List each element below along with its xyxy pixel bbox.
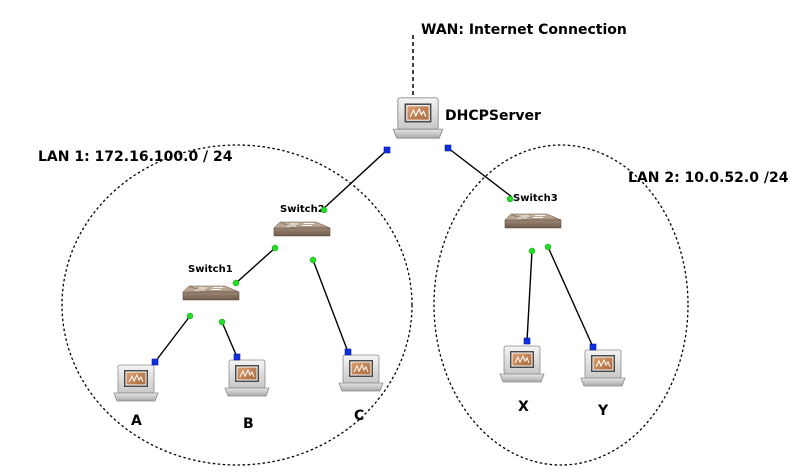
switch3-port-left [528,247,536,255]
link-switch2-hostc [312,259,349,353]
lan1-label: LAN 1: 172.16.100.0 / 24 [38,149,233,165]
wan-label: WAN: Internet Connection [421,22,627,38]
switch2-label: Switch2 [280,204,325,215]
link-switch1-hostb [221,321,238,358]
lan1-boundary [61,144,413,466]
host-c-port [344,348,352,356]
ports [151,144,597,366]
link-switch3-hosty [547,246,594,348]
server-label: DHCPServer [445,108,541,124]
link-switch2-switch1 [235,247,276,284]
host-c-computer-icon [338,354,384,392]
host-a-label: A [131,413,142,429]
server-port-left [383,146,391,154]
host-y-port [589,343,597,351]
links [154,147,594,363]
host-c[interactable]: C [338,354,384,424]
dhcp-server[interactable]: DHCPServer [392,97,541,139]
switch2-port-up [320,206,328,214]
host-y[interactable]: Y [580,349,626,419]
host-a-port [151,358,159,366]
host-c-label: C [354,408,364,424]
switch1-label: Switch1 [188,264,233,275]
host-b-computer-icon [224,359,270,397]
link-server-switch3 [447,147,513,198]
host-x-computer-icon [499,345,545,383]
lan2-boundary [433,144,689,466]
switch2-port-left [271,244,279,252]
host-x-port [523,337,531,345]
switch3-port-right [544,243,552,251]
host-b-label: B [243,416,254,432]
link-switch1-hosta [154,315,191,363]
server-computer-icon [392,97,444,139]
switch1-port-left [186,312,194,320]
switch3[interactable]: Switch3 [504,193,562,229]
switch2-icon [273,221,331,237]
switch3-icon [504,213,562,229]
switch1-port-up [232,279,240,287]
link-server-switch2 [321,149,388,211]
switch1[interactable]: Switch1 [182,264,240,301]
host-a-computer-icon [113,364,159,402]
switch2[interactable]: Switch2 [273,204,331,237]
switch2-port-right [309,256,317,264]
server-port-right [444,144,452,152]
switch1-port-right [218,318,226,326]
host-a[interactable]: A [113,364,159,429]
host-b-port [233,353,241,361]
host-x-label: X [518,399,529,415]
switch3-port-up [506,195,514,203]
lan2-label: LAN 2: 10.0.52.0 /24 [628,170,789,186]
switch3-label: Switch3 [513,193,558,204]
switch1-icon [182,285,240,301]
link-switch3-hostx [526,250,533,342]
host-b[interactable]: B [224,359,270,432]
host-y-label: Y [597,403,609,419]
host-x[interactable]: X [499,345,545,415]
host-y-computer-icon [580,349,626,387]
